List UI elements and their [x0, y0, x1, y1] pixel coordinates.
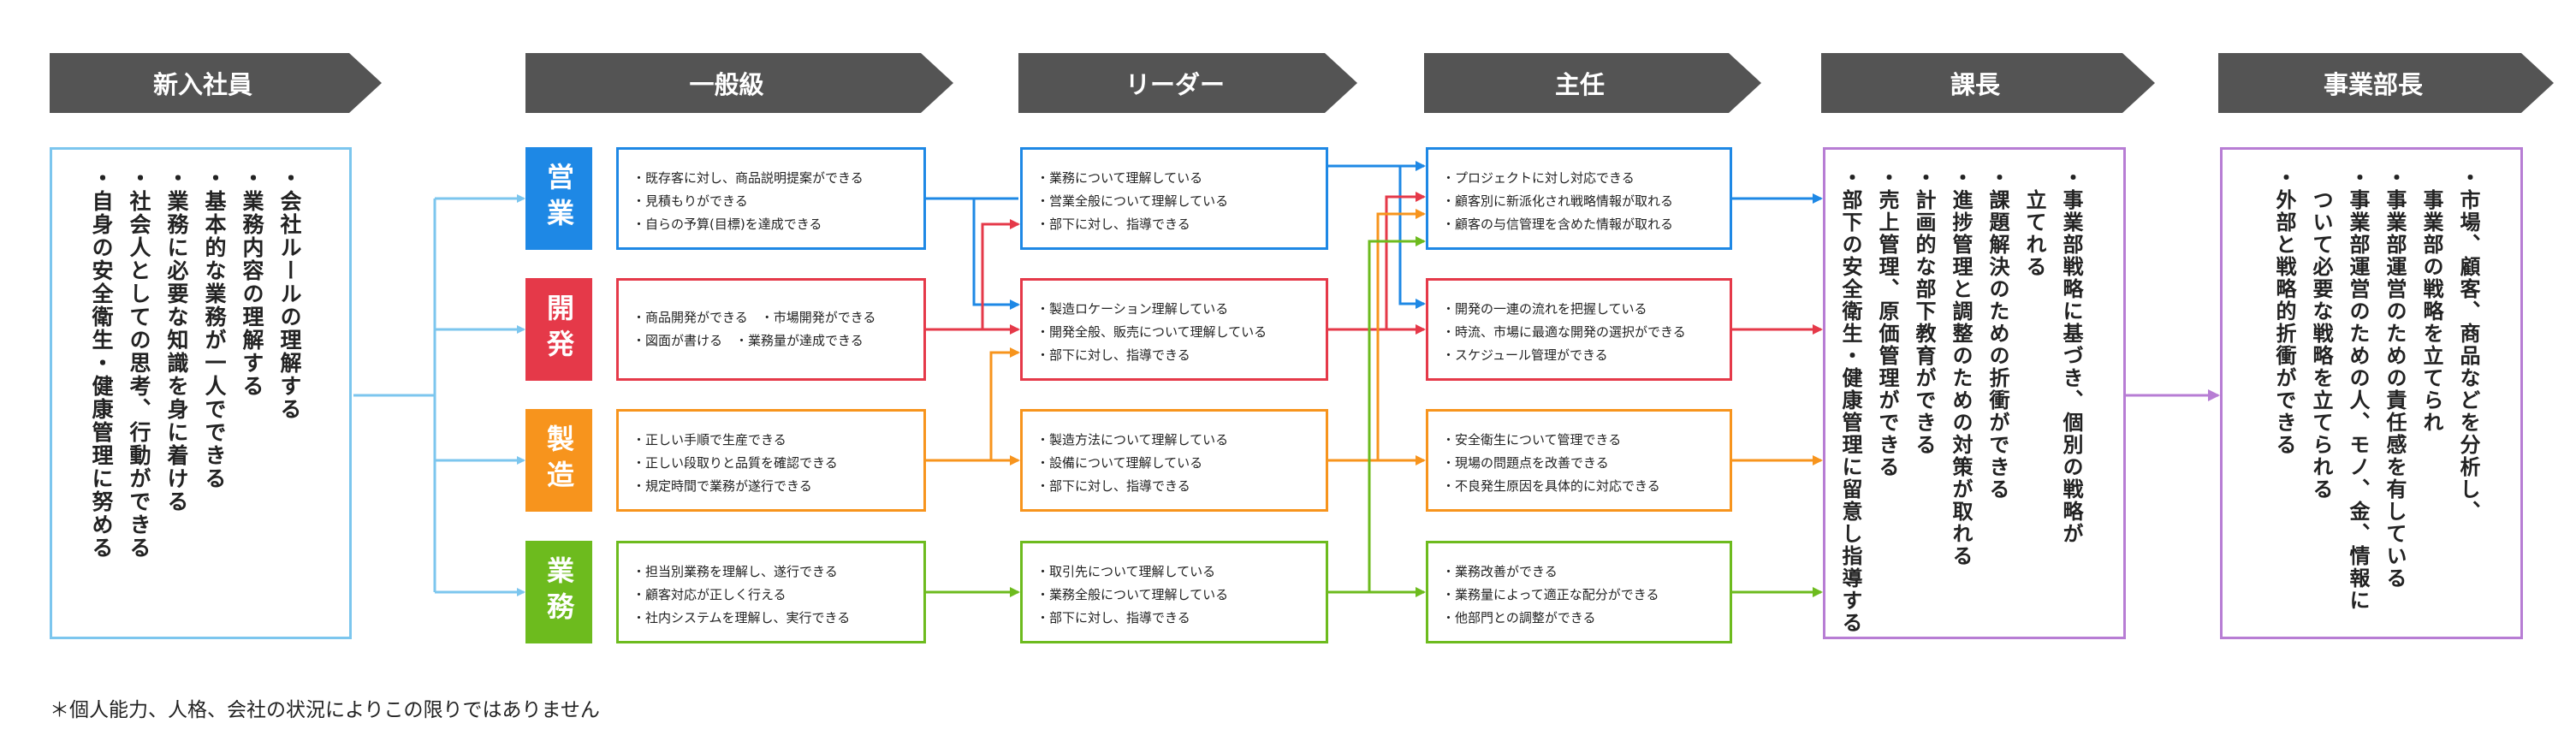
leader-sales-box: ・業務について理解している ・営業全般について理解している ・部下に対し、指導で… — [1020, 147, 1328, 250]
list-item: ・課題解決のための折衝ができる — [1985, 167, 2009, 501]
list-item: ・基本的な業務が一人でできる — [202, 167, 227, 490]
list-item: ・業務について理解している — [1036, 170, 1203, 186]
tag-ops: 業務 — [525, 541, 592, 643]
list-item: ・業務に必要な知識を身に着ける — [164, 167, 189, 513]
list-item: ・図面が書ける ・業務量が達成できる — [632, 333, 864, 348]
list-item: ・顧客対応が正しく行える — [632, 587, 786, 602]
new-employee-list: ・会社ルールの理解する ・業務内容の理解する ・基本的な業務が一人でできる ・業… — [82, 167, 308, 620]
tag-sales: 営業 — [525, 147, 592, 250]
tag-mfg: 製造 — [525, 409, 592, 512]
new-employee-box: ・会社ルールの理解する ・業務内容の理解する ・基本的な業務が一人でできる ・業… — [50, 147, 352, 639]
header-leader: リーダー — [1018, 53, 1357, 113]
list-item: ・会社ルールの理解する — [277, 167, 302, 421]
general-ops-box: ・担当別業務を理解し、遂行できる ・顧客対応が正しく行える ・社内システムを理解… — [616, 541, 926, 643]
section-chief-box: ・事業部戦略に基づき、個別の戦略が 立てれる ・課題解決のための折衝ができる ・… — [1823, 147, 2126, 639]
list-item: ・部下に対し、指導できる — [1036, 347, 1190, 363]
list-item: ・社会人としての思考、行動ができる — [127, 167, 151, 560]
leader-mfg-box: ・製造方法について理解している ・設備について理解している ・部下に対し、指導で… — [1020, 409, 1328, 512]
leader-ops-box: ・取引先について理解している ・業務全般について理解している ・部下に対し、指導… — [1020, 541, 1328, 643]
dev-to-leader-sales-arrow — [926, 219, 1020, 331]
list-item: ・不良発生原因を具体的に対応できる — [1442, 478, 1660, 494]
list-item: ・正しい段取りと品質を確認できる — [632, 455, 838, 471]
list-item: ・部下に対し、指導できる — [1036, 478, 1190, 494]
list-item: ・規定時間で業務が遂行できる — [632, 478, 812, 494]
list-item: ついて必要な戦略を立てられる — [2309, 167, 2333, 501]
list-item: ・部下に対し、指導できる — [1036, 610, 1190, 626]
list-item: ・見積もりができる — [632, 193, 748, 209]
header-division-head: 事業部長 — [2218, 53, 2554, 113]
section-chief-list: ・事業部戦略に基づき、個別の戦略が 立てれる ・課題解決のための折衝ができる ・… — [1831, 167, 2089, 634]
leader-dev-box: ・製造ロケーション理解している ・開発全般、販売について理解している ・部下に対… — [1020, 278, 1328, 381]
list-item: ・部下に対し、指導できる — [1036, 216, 1190, 232]
list-item: ・顧客別に新派化され戦略情報が取れる — [1442, 193, 1674, 209]
chief-mfg-box: ・安全衛生について管理できる ・現場の問題点を改善できる ・不良発生原因を具体的… — [1426, 409, 1732, 512]
list-item: ・業務内容の理解する — [240, 167, 264, 398]
sales-to-leader-dev-arrow — [926, 197, 1020, 310]
list-item: ・設備について理解している — [1036, 455, 1203, 471]
list-item: ・スケジュール管理ができる — [1442, 347, 1608, 363]
footnote: ＊個人能力、人格、会社の状況によりこの限りではありません — [50, 699, 600, 721]
list-item: ・自身の安全衛生・健康管理に努める — [89, 167, 114, 560]
list-item: ・社内システムを理解し、実行できる — [632, 610, 851, 626]
list-item: ・売上管理、原価管理ができる — [1875, 167, 1899, 478]
list-item: ・開発全般、販売について理解している — [1036, 324, 1267, 340]
list-item: ・計画的な部下教育ができる — [1912, 167, 1936, 456]
leader-ops-to-chief-sales-arrow — [1328, 236, 1426, 594]
header-new-employee: 新入社員 — [50, 53, 382, 113]
list-item: ・進捗管理と調整のための対策が取れる — [1949, 167, 1973, 567]
general-mfg-box: ・正しい手順で生産できる ・正しい段取りと品質を確認できる ・規定時間で業務が遂… — [616, 409, 926, 512]
list-item: ・取引先について理解している — [1036, 564, 1216, 579]
list-item: ・事業部運営のための人、モノ、金、情報に — [2346, 167, 2370, 612]
list-item: ・事業部運営のための責任感を有している — [2383, 167, 2407, 590]
list-item: ・担当別業務を理解し、遂行できる — [632, 564, 838, 579]
list-item: ・外部と戦略的折衝ができる — [2272, 167, 2296, 456]
new-employee-branch — [353, 194, 525, 596]
list-item: ・時流、市場に最適な開発の選択ができる — [1442, 324, 1686, 340]
list-item: ・現場の問題点を改善できる — [1442, 455, 1609, 471]
leader-dev-to-chief-sales-arrow — [1328, 192, 1426, 331]
list-item: ・業務量によって適正な配分ができる — [1442, 587, 1659, 602]
list-item: ・安全衛生について管理できる — [1442, 432, 1622, 448]
list-item: 事業部の戦略を立てられ — [2419, 167, 2443, 434]
division-head-box: ・市場、顧客、商品などを分析し、 事業部の戦略を立てられ ・事業部運営のための責… — [2220, 147, 2523, 639]
list-item: ・開発の一連の流れを把握している — [1442, 301, 1647, 317]
list-item: ・部下の安全衛生・健康管理に留意し指導する — [1838, 167, 1862, 634]
list-item: ・顧客の与信管理を含めた情報が取れる — [1442, 216, 1674, 232]
chief-ops-box: ・業務改善ができる ・業務量によって適正な配分ができる ・他部門との調整ができる — [1426, 541, 1732, 643]
general-dev-box: ・商品開発ができる ・市場開発ができる ・図面が書ける ・業務量が達成できる — [616, 278, 926, 381]
mfg-to-leader-dev-arrow — [926, 347, 1020, 462]
leader-mfg-to-chief-sales-arrow — [1328, 209, 1426, 462]
tag-dev: 開発 — [525, 278, 592, 381]
list-item: ・自らの予算(目標)を達成できる — [632, 216, 822, 232]
list-item: ・既存客に対し、商品説明提案ができる — [632, 170, 864, 186]
list-item: ・他部門との調整ができる — [1442, 610, 1596, 626]
division-head-list: ・市場、顧客、商品などを分析し、 事業部の戦略を立てられ ・事業部運営のための責… — [2265, 167, 2486, 620]
list-item: ・製造ロケーション理解している — [1036, 301, 1229, 317]
chief-dev-box: ・開発の一連の流れを把握している ・時流、市場に最適な開発の選択ができる ・スケ… — [1426, 278, 1732, 381]
leader-sales-to-chief-dev-arrow — [1328, 164, 1426, 309]
list-item: ・プロジェクトに対し対応できる — [1442, 170, 1635, 186]
list-item: ・事業部戦略に基づき、個別の戦略が — [2059, 167, 2083, 545]
list-item: ・正しい手順で生産できる — [632, 432, 786, 448]
list-item: ・製造方法について理解している — [1036, 432, 1229, 448]
chief-sales-box: ・プロジェクトに対し対応できる ・顧客別に新派化され戦略情報が取れる ・顧客の与… — [1426, 147, 1732, 250]
list-item: ・市場、顧客、商品などを分析し、 — [2456, 167, 2480, 523]
header-section-chief: 課長 — [1821, 53, 2155, 113]
header-general: 一般級 — [525, 53, 953, 113]
header-chief: 主任 — [1424, 53, 1761, 113]
list-item: ・業務全般について理解している — [1036, 587, 1229, 602]
list-item: 立てれる — [2022, 167, 2046, 278]
general-sales-box: ・既存客に対し、商品説明提案ができる ・見積もりができる ・自らの予算(目標)を… — [616, 147, 926, 250]
list-item: ・業務改善ができる — [1442, 564, 1558, 579]
list-item: ・営業全般について理解している — [1036, 193, 1229, 209]
list-item: ・商品開発ができる ・市場開発ができる — [632, 310, 876, 325]
